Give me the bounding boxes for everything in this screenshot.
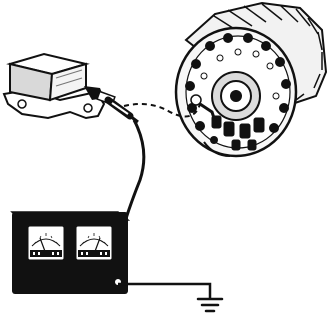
alternator xyxy=(176,3,326,156)
ground-wire xyxy=(118,284,210,298)
voltage-regulator xyxy=(4,54,115,118)
test-meter xyxy=(12,212,128,294)
ammeter-gauge xyxy=(76,226,112,260)
ground-symbol xyxy=(198,299,222,311)
voltmeter-gauge xyxy=(28,226,64,260)
test-probe xyxy=(108,100,138,122)
